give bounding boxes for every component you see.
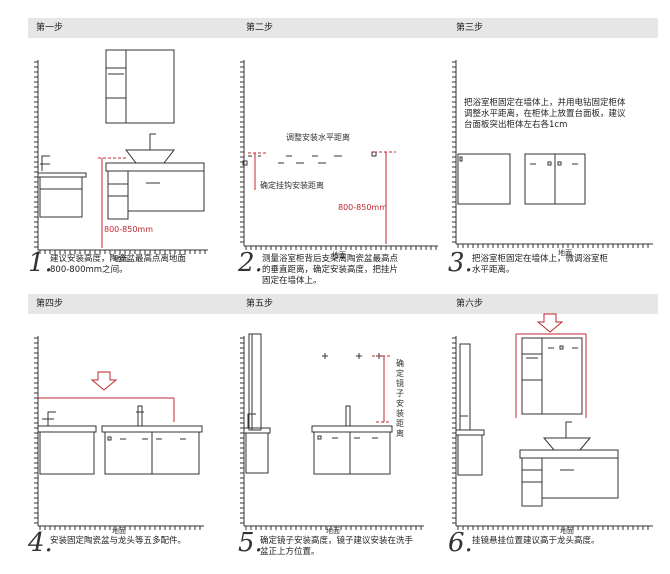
mirror-cabinet — [521, 337, 583, 415]
step-3-number: 3. — [448, 248, 473, 278]
vertical-label-char: 装 — [396, 408, 404, 418]
left-cabinet — [457, 153, 511, 205]
vertical-label-char: 子 — [396, 389, 404, 398]
countertop — [101, 425, 203, 433]
vertical-label-char: 距 — [396, 419, 404, 428]
step-2-panel: 第二步 调整安装水平距离 确定挂钩安装距离 800-850mm — [238, 18, 448, 288]
ground-label: 地面 — [558, 248, 572, 257]
height-dimension-line — [98, 157, 128, 248]
vertical-label-char: 安 — [396, 398, 404, 408]
step-6-panel: 第六步 — [448, 294, 658, 564]
vertical-label-char: 镜 — [396, 378, 404, 388]
vertical-label-char: 离 — [396, 428, 404, 438]
ground-label: 地面 — [560, 526, 574, 535]
down-arrow-icon — [536, 313, 564, 333]
step-1-panel: 第一步 — [28, 18, 238, 288]
step-4-illustration: 地面 — [34, 336, 204, 535]
step-6-title: 第六步 — [448, 294, 658, 314]
main-countertop — [105, 162, 205, 172]
step-1-illustration: 800-850mm 地面 — [34, 49, 208, 263]
vertical-label-char: 确 — [396, 358, 404, 368]
step-4-panel: 第四步 地面 — [28, 294, 238, 564]
step-3-title: 第三步 — [448, 18, 658, 38]
mirror-cabinet — [105, 49, 175, 124]
step-6-description: 挂镜悬挂位置建议高于龙头高度。 — [472, 536, 600, 546]
side-countertop — [37, 172, 87, 178]
step-2-number: 2. — [238, 248, 263, 278]
vessel-basin — [124, 149, 176, 164]
step-1-description: 建议安装高度，陶瓷盆最高点离地面 800-800mm之间。 — [50, 254, 187, 275]
step-5-panel: 第五步 — [238, 294, 448, 564]
step-6-illustration: 地面 — [452, 313, 653, 535]
step-1-number: 1. — [28, 248, 53, 278]
step-2-illustration: 调整安装水平距离 确定挂钩安装距离 800-850mm 地面 — [240, 60, 438, 259]
step-3-note: 把浴室柜固定在墙体上，并用电钻固定柜体 调整水平距离，在柜体上放置台面板，建议 … — [464, 98, 626, 130]
height-dimension-line — [248, 151, 396, 244]
faucet — [149, 133, 156, 150]
vessel-basin — [542, 437, 592, 451]
ground-label: 地面 — [332, 250, 346, 259]
step-3-panel: 第三步 地面 把浴室柜固定在墙体上，并用电钻固定柜体 调整水平距离，在柜体上放置… — [448, 18, 658, 288]
install-guide-line — [38, 397, 175, 422]
height-dimension-label: 800-850mm — [338, 203, 387, 212]
mirror-height-line — [372, 355, 390, 423]
step-4-title: 第四步 — [28, 294, 238, 314]
down-arrow-icon — [90, 371, 118, 391]
step-2-description: 测量浴室柜背后支架离陶瓷盆最高点 的垂直距离，确定安装高度，把挂片 固定在墙体上… — [262, 254, 399, 286]
height-dimension-label: 800-850mm — [104, 225, 153, 234]
step-6-number: 6. — [448, 528, 473, 558]
faucet — [565, 421, 572, 438]
ground-label: 地面 — [114, 254, 128, 263]
step-5-description: 确定镜子安装高度，镜子建议安装在洗手 盆正上方位置。 — [260, 536, 414, 557]
hook-distance-label: 确定挂钩安装距离 — [260, 180, 324, 190]
mirror-side — [248, 333, 262, 431]
faucet — [345, 405, 351, 426]
step-1-title: 第一步 — [28, 18, 238, 38]
vertical-label-char: 定 — [396, 368, 404, 378]
horizontal-distance-label: 调整安装水平距离 — [286, 132, 350, 142]
step-4-number: 4. — [28, 528, 53, 558]
faucet — [137, 405, 143, 426]
step-5-number: 5. — [238, 528, 263, 558]
step-4-description: 安装固定陶瓷盆与龙头等五多配件。 — [50, 536, 187, 546]
ground-label: 地面 — [112, 526, 126, 535]
step-3-illustration: 地面 — [452, 60, 653, 257]
install-guide-line — [515, 333, 587, 418]
ground-label: 地面 — [326, 526, 340, 535]
step-5-title: 第五步 — [238, 294, 448, 314]
step-2-title: 第二步 — [238, 18, 448, 38]
step-3-description: 把浴室柜固定在墙体上，微调浴室柜 水平距离。 — [472, 254, 609, 275]
